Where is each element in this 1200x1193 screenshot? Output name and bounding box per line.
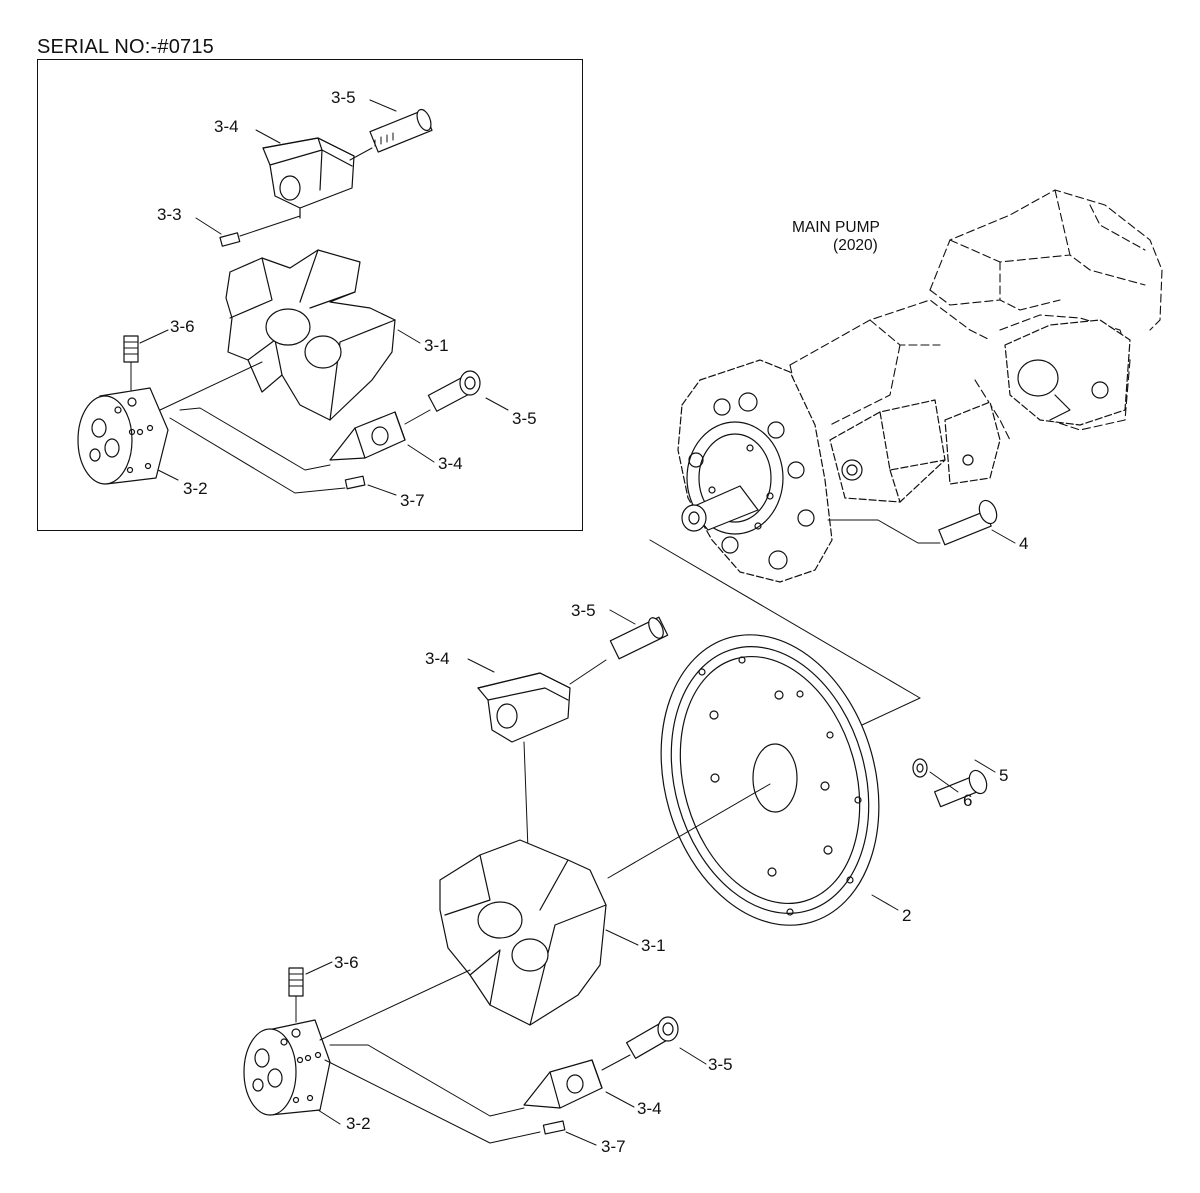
- inset-capscrew-mid: [428, 371, 480, 411]
- hub-part-3-2: [244, 1020, 330, 1115]
- inset-leader-lines: [140, 100, 508, 495]
- setscrew-part-3-6: [289, 968, 303, 996]
- label-part-3-5-low: 3-5: [708, 1055, 733, 1074]
- regulator-block-right: [1005, 320, 1130, 425]
- capscrew-part-4: [939, 498, 1000, 545]
- main-leader-lines: [306, 530, 1015, 1145]
- main-pump-shaft: [682, 486, 758, 531]
- label-part-2: 2: [902, 906, 912, 925]
- inset-spring-pin-3-7: [345, 476, 364, 489]
- regulator-block-center: [945, 402, 1000, 484]
- capscrew-part-5: [935, 768, 990, 807]
- main-pump-front-flange: [678, 360, 832, 582]
- serial-number-label: SERIAL NO:-#0715: [37, 36, 214, 58]
- clamp-block-upper: [478, 673, 570, 742]
- inset-label-3-4-top: 3-4: [214, 117, 239, 136]
- inset-label-3-2: 3-2: [183, 479, 208, 498]
- inset-label-3-1: 3-1: [424, 336, 449, 355]
- inset-setscrew-3-6: [124, 336, 138, 362]
- main-pump-name: MAIN PUMP: [792, 219, 880, 236]
- inset-label-3-5-top: 3-5: [331, 88, 356, 107]
- inset-label-3-4-mid: 3-4: [438, 454, 463, 473]
- label-part-3-6: 3-6: [334, 953, 359, 972]
- main-pump-title: MAIN PUMP (2020): [792, 219, 880, 255]
- capscrew-upper: [610, 615, 667, 658]
- label-part-3-4-top: 3-4: [425, 649, 450, 668]
- inset-label-3-5-mid: 3-5: [512, 409, 537, 428]
- inset-label-3-6: 3-6: [170, 317, 195, 336]
- label-part-3-5-top: 3-5: [571, 601, 596, 620]
- inset-rubber-coupling-element: [226, 250, 395, 420]
- inset-hub-3-2: [78, 388, 168, 484]
- label-part-3-7: 3-7: [601, 1137, 626, 1156]
- label-part-3-4-low: 3-4: [637, 1099, 662, 1118]
- label-part-3-2: 3-2: [346, 1114, 371, 1133]
- rubber-coupling-element: [440, 840, 606, 1025]
- label-part-5: 5: [999, 766, 1009, 785]
- inset-clamp-block-low: [330, 412, 405, 460]
- main-pump-code: (2020): [833, 237, 878, 254]
- label-part-3-1: 3-1: [641, 936, 666, 955]
- label-part-6: 6: [963, 791, 973, 810]
- inset-label-3-7: 3-7: [400, 491, 425, 510]
- regulator-block-left: [830, 400, 945, 502]
- pump-flange-plate: [628, 609, 911, 951]
- spring-pin-part-3-7: [543, 1121, 564, 1134]
- inset-spring-pin-3-3: [220, 233, 240, 246]
- washer-part-6: [913, 759, 927, 777]
- capscrew-lower: [627, 1017, 678, 1058]
- label-part-4: 4: [1019, 534, 1029, 553]
- serial-inset-frame: [37, 59, 583, 531]
- clamp-block-lower: [524, 1060, 602, 1108]
- inset-label-3-3: 3-3: [157, 205, 182, 224]
- inset-capscrew-top: [370, 108, 434, 153]
- inset-clamp-block-top: [263, 138, 354, 218]
